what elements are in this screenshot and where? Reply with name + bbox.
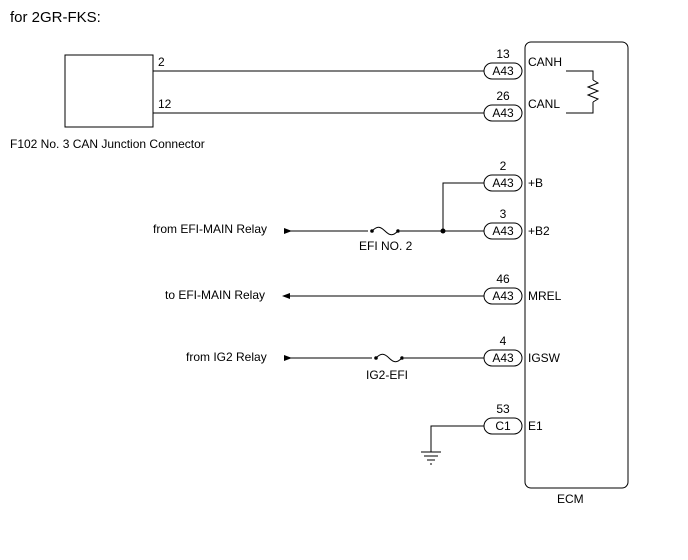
fuse-ig2-efi-label: IG2-EFI [366, 368, 408, 382]
pin-number: 46 [496, 272, 510, 286]
pin-number: 4 [500, 334, 507, 348]
arrow-right-icon [284, 228, 292, 234]
terminal-name: MREL [528, 289, 562, 303]
splice-point [440, 228, 446, 234]
connector-code: A43 [492, 289, 514, 303]
from-efi-main-label: from EFI-MAIN Relay [153, 222, 267, 236]
terminal-name: CANH [528, 55, 562, 69]
resistor-lead-top [566, 70, 594, 80]
connector-code: C1 [495, 419, 511, 433]
terminal-name: CANL [528, 97, 560, 111]
diagram-title: for 2GR-FKS: [10, 9, 101, 26]
arrow-right-icon [284, 355, 292, 361]
arrow-left-icon [282, 293, 290, 299]
connector-oval [483, 62, 523, 80]
connector-code: A43 [492, 106, 514, 120]
connector-oval [483, 104, 523, 122]
connector-code: A43 [492, 176, 514, 190]
connector-code: A43 [492, 224, 514, 238]
connector-oval [483, 222, 523, 240]
to-efi-main-label: to EFI-MAIN Relay [165, 288, 265, 302]
junction-connector-label: F102 No. 3 CAN Junction Connector [10, 137, 205, 151]
junction-pin-12: 12 [158, 97, 172, 111]
connector-code: A43 [492, 351, 514, 365]
from-ig2-label: from IG2 Relay [186, 350, 267, 364]
terminal-name: IGSW [528, 351, 561, 365]
connector-oval [483, 417, 523, 435]
resistor-lead-bottom [566, 102, 594, 114]
connector-code: A43 [492, 64, 514, 78]
terminal-name: +B [528, 176, 543, 190]
wire-e1 [430, 425, 484, 452]
terminal-name: +B2 [528, 224, 550, 238]
connector-oval [483, 174, 523, 192]
pin-number: 3 [500, 207, 507, 221]
ecm-box [524, 41, 629, 489]
fuse-efi-no2-label: EFI NO. 2 [359, 239, 413, 253]
pin-number: 26 [496, 89, 510, 103]
termination-resistor [586, 79, 600, 103]
pin-number: 13 [496, 47, 510, 61]
wire-plus-b [442, 182, 484, 231]
junction-connector-box [64, 54, 154, 128]
connector-oval [483, 287, 523, 305]
pin-number: 2 [500, 159, 507, 173]
terminal-row: A43 3 +B2 [483, 207, 550, 240]
fuse-icon [371, 226, 399, 236]
terminal-row: A43 2 +B [483, 159, 543, 192]
pin-number: 53 [496, 402, 510, 416]
fuse-icon [375, 353, 403, 363]
junction-pin-2: 2 [158, 55, 165, 69]
terminal-name: E1 [528, 419, 543, 433]
connector-oval [483, 349, 523, 367]
ecm-label: ECM [557, 492, 584, 506]
terminal-rows: A4313CANHA4326CANLA432+BA433+B2A4346MREL… [483, 47, 562, 435]
